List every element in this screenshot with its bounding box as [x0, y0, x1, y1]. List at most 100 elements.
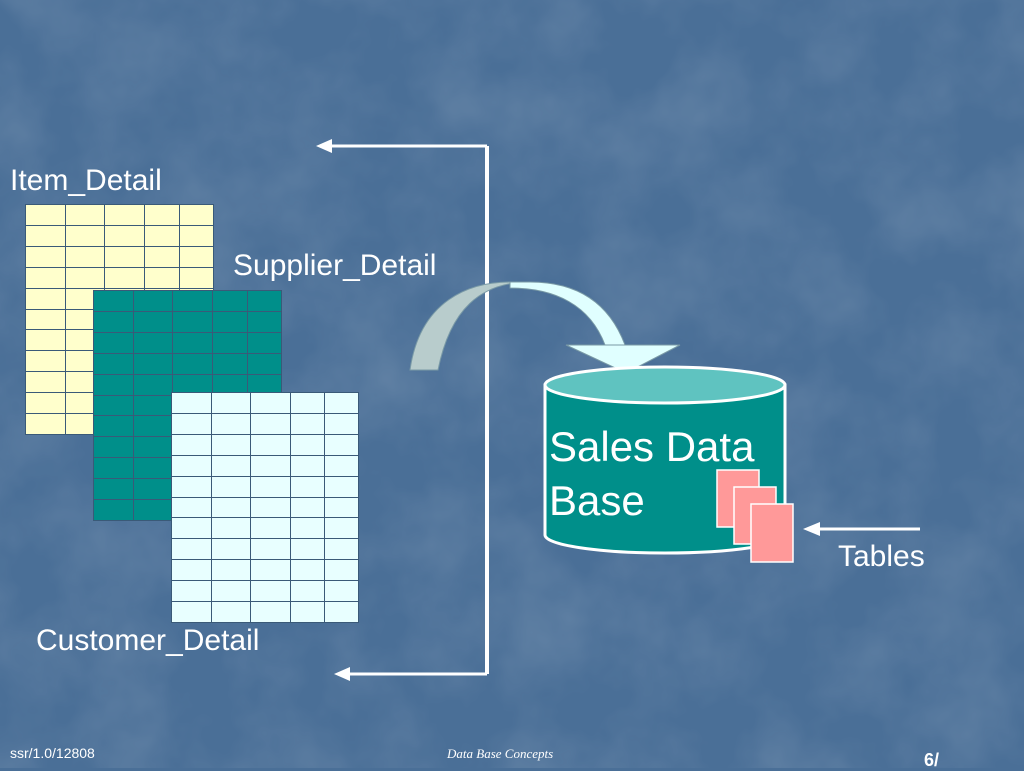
table-cell — [179, 224, 214, 247]
table-cell — [179, 245, 214, 268]
table-row — [171, 538, 359, 561]
table-cell — [25, 245, 66, 268]
table-cell — [250, 601, 292, 623]
database-label-line1: Sales Data — [549, 423, 755, 470]
table-cell — [212, 352, 249, 375]
table-cell — [290, 475, 326, 498]
table-cell — [171, 538, 212, 561]
table-cell — [171, 580, 212, 603]
table-cell — [132, 310, 174, 333]
table-cell — [171, 475, 212, 498]
table-cell — [172, 310, 214, 333]
table-cell — [250, 412, 292, 435]
table-cell — [250, 496, 292, 519]
table-cell — [132, 394, 174, 417]
table-cell — [132, 352, 174, 375]
table-cell — [25, 392, 66, 415]
table-cell — [64, 245, 106, 268]
table-row — [171, 454, 359, 477]
table-cell — [324, 412, 359, 435]
table-cell — [212, 310, 249, 333]
table-cell — [25, 266, 66, 289]
table-row — [25, 224, 214, 247]
table-row — [93, 310, 282, 333]
table-cell — [324, 538, 359, 561]
table-cell — [93, 352, 134, 375]
table-cell — [132, 373, 174, 396]
table-cell — [171, 601, 212, 623]
table-cell — [247, 331, 282, 354]
table-cell — [290, 559, 326, 582]
table-cell — [210, 580, 252, 603]
table-cell — [171, 454, 212, 477]
table-cell — [250, 580, 292, 603]
table-cell — [250, 392, 292, 414]
table-row — [171, 580, 359, 603]
table-cell — [290, 580, 326, 603]
table-cell — [25, 371, 66, 394]
table-cell — [212, 290, 249, 312]
table-cell — [210, 454, 252, 477]
table-cell — [324, 475, 359, 498]
table-cell — [210, 475, 252, 498]
table-cell — [93, 310, 134, 333]
table-cell — [290, 412, 326, 435]
table-cell — [290, 538, 326, 561]
table-row — [171, 392, 359, 414]
table-cell — [64, 224, 106, 247]
page-number: 6/ — [924, 750, 940, 770]
table-cell — [290, 454, 326, 477]
footer-center: Data Base Concepts — [447, 746, 554, 761]
table-cell — [250, 559, 292, 582]
table-cell — [93, 373, 134, 396]
table-row — [25, 245, 214, 268]
table-row — [93, 331, 282, 354]
table-cell — [171, 392, 212, 414]
table-cell — [247, 290, 282, 312]
table-cell — [93, 331, 134, 354]
table-cell — [210, 392, 252, 414]
table-cell — [132, 499, 174, 521]
table-cell — [144, 224, 181, 247]
table-cell — [290, 496, 326, 519]
table-cell — [247, 310, 282, 333]
table-cell — [171, 412, 212, 435]
customer-detail-label: Customer_Detail — [36, 624, 260, 657]
table-cell — [210, 559, 252, 582]
table-cell — [324, 517, 359, 540]
table-cell — [104, 266, 146, 289]
table-cell — [25, 308, 66, 331]
database-label-line2: Base — [549, 477, 645, 524]
table-cell — [179, 266, 214, 289]
customer-detail-table — [171, 392, 359, 623]
database-label: Sales Data Base — [549, 420, 754, 528]
table-row — [171, 559, 359, 582]
table-cell — [324, 392, 359, 414]
table-cell — [104, 245, 146, 268]
table-cell — [250, 475, 292, 498]
table-cell — [144, 245, 181, 268]
table-row — [171, 433, 359, 456]
table-cell — [93, 436, 134, 459]
table-cell — [247, 352, 282, 375]
arrow-head-bottom — [334, 667, 350, 681]
curved-arrow — [409, 281, 681, 374]
table-cell — [290, 433, 326, 456]
table-cell — [104, 204, 146, 226]
table-row — [93, 352, 282, 375]
table-cell — [212, 331, 249, 354]
table-cell — [210, 433, 252, 456]
table-cell — [179, 204, 214, 226]
table-row — [93, 290, 282, 312]
table-row — [171, 517, 359, 540]
table-cell — [25, 329, 66, 352]
table-cell — [210, 601, 252, 623]
table-cell — [144, 266, 181, 289]
table-row — [171, 412, 359, 435]
bracket-connector — [316, 139, 489, 681]
table-cell — [324, 601, 359, 623]
table-cell — [93, 457, 134, 480]
table-row — [171, 475, 359, 498]
table-cell — [250, 433, 292, 456]
